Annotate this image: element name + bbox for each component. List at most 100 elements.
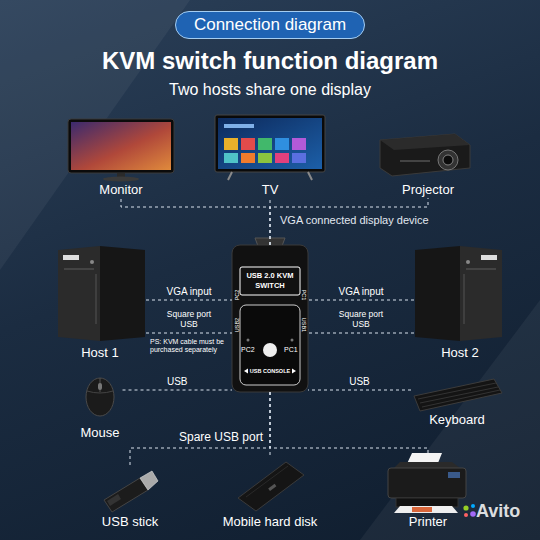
keyboard-device: Keyboard — [411, 376, 503, 428]
host-tower-illustration — [460, 246, 502, 341]
note-label: PS: KVM cable must be purchased separate… — [150, 338, 224, 355]
watermark-dots — [463, 505, 468, 510]
kvm-switch: USB 2.0 KVM SWITCHPC2PC1USB CONSOLEPC2US… — [232, 245, 308, 392]
kvm-switch-body — [291, 339, 294, 342]
side-port-label: USB1 — [300, 318, 306, 332]
host-tower-illustration — [63, 255, 79, 260]
device-label: Projector — [380, 183, 476, 198]
device-label: Monitor — [67, 183, 175, 198]
projector-illustration — [380, 134, 470, 176]
keyboard-illustration — [414, 379, 502, 411]
kvm-switch-body — [263, 343, 277, 357]
printer-illustration — [394, 506, 458, 513]
tv-illustration — [228, 172, 312, 180]
projector-illustration — [400, 160, 430, 162]
hard-disk-illustration — [268, 484, 276, 491]
monitor-illustration — [71, 122, 171, 170]
side-port-label: PC1 — [300, 290, 306, 301]
kvm-switch-body — [240, 267, 300, 295]
tv-illustration — [224, 138, 238, 150]
background-streaks — [0, 0, 190, 270]
tv-illustration — [258, 153, 272, 163]
host-computer: Host 2 — [414, 243, 506, 361]
device-label: Mobile hard disk — [220, 515, 321, 530]
tv-illustration — [292, 153, 306, 163]
device-label: Mouse — [77, 426, 122, 441]
device-label: Keyboard — [411, 413, 503, 428]
tv-illustration — [215, 115, 325, 180]
mouse-illustration — [86, 378, 114, 416]
dashed-connector — [146, 300, 232, 301]
host-tower-illustration — [464, 274, 465, 324]
subtitle: Two hosts share one display — [0, 80, 540, 99]
diagram-title: KVM switch function diagram — [0, 47, 540, 76]
host-tower-illustration — [100, 246, 145, 341]
mouse-illustration — [86, 378, 114, 416]
watermark-dots — [463, 504, 475, 517]
side-port-label: USB2 — [233, 318, 239, 332]
monitor-illustration — [68, 119, 174, 173]
host-tower-illustration — [96, 274, 97, 324]
tv-illustration — [241, 153, 255, 163]
tv-illustration — [241, 138, 255, 150]
projector-illustration — [443, 155, 453, 165]
mouse-device: Mouse — [77, 376, 122, 441]
printer-device: Printer — [383, 453, 473, 530]
dashed-connector — [308, 333, 414, 334]
printer-illustration — [388, 468, 466, 498]
host-tower-illustration — [415, 246, 502, 341]
port-label: PC1 — [284, 346, 298, 354]
device-label: Host 2 — [414, 346, 506, 361]
printer-illustration — [394, 462, 460, 468]
printer-illustration — [412, 507, 432, 512]
device-label: USB stick — [99, 515, 161, 530]
tv-illustration — [224, 124, 254, 128]
usb-stick-illustration — [140, 471, 158, 490]
hard-disk-illustration — [246, 466, 288, 497]
connector-label: USB — [349, 376, 370, 388]
projector-illustration — [380, 134, 470, 176]
port-label: PC2 — [241, 346, 255, 354]
tv-device: TV — [215, 114, 325, 198]
kvm-switch-body — [247, 339, 250, 342]
usb-stick-illustration — [107, 494, 121, 506]
device-label: TV — [215, 183, 325, 198]
dashed-connector — [121, 198, 270, 245]
watermark: Avito — [476, 501, 520, 523]
header-pill: Connection diagram — [175, 11, 365, 39]
projector-illustration — [380, 134, 470, 150]
hard-disk-illustration — [238, 462, 304, 511]
host-tower-illustration — [415, 246, 460, 341]
host-tower-illustration — [466, 268, 496, 270]
monitor-device: Monitor — [67, 118, 175, 198]
tv-illustration — [215, 115, 325, 172]
tv-illustration — [275, 153, 289, 163]
tv-illustration — [275, 138, 289, 150]
dashed-connector — [123, 390, 232, 391]
projector-device: Projector — [380, 125, 476, 198]
kvm-switch-body — [292, 369, 296, 374]
host-computer: Host 1 — [54, 243, 146, 361]
monitor-illustration — [103, 177, 139, 182]
printer-illustration — [448, 472, 460, 478]
bus-label: Spare USB port — [160, 430, 263, 444]
host-tower-illustration — [58, 246, 145, 341]
connector-label: VGA input — [338, 286, 383, 298]
device-label: USB 2.0 KVM SWITCH — [240, 271, 300, 291]
connector-label: VGA input — [166, 286, 211, 298]
host-tower-illustration — [481, 255, 497, 260]
dashed-connector — [270, 198, 428, 245]
connector-label: Square port USB — [338, 310, 384, 330]
projector-illustration — [438, 150, 458, 170]
dashed-connector — [146, 333, 232, 334]
host-tower-illustration — [466, 260, 470, 264]
device-label: Connection diagram — [194, 15, 346, 35]
usb-stick-illustration — [104, 471, 158, 512]
host-tower-illustration — [90, 260, 94, 264]
dashed-connector — [308, 390, 411, 391]
printer-illustration — [396, 498, 458, 507]
device-label: Printer — [383, 515, 473, 530]
host-tower-illustration — [64, 268, 94, 270]
side-port-label: PC2 — [233, 290, 239, 301]
